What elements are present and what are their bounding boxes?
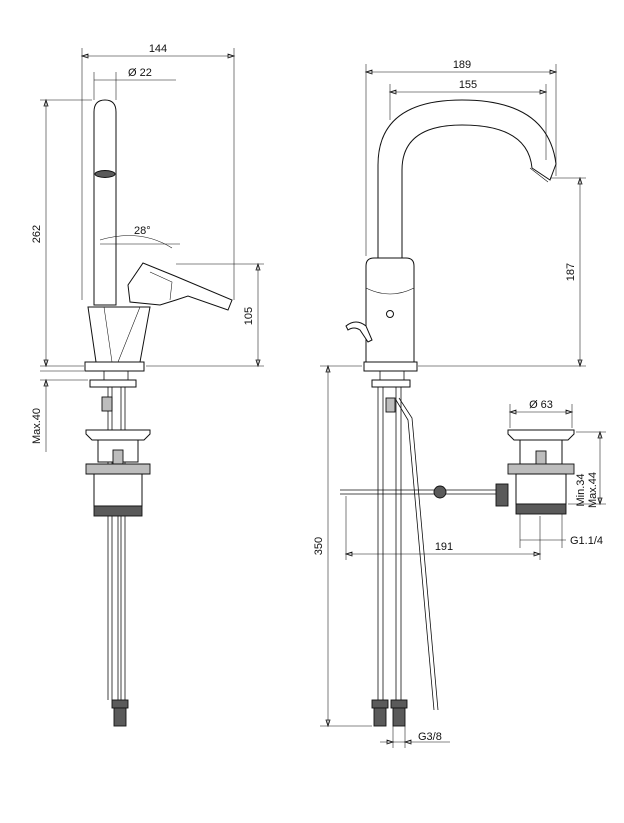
side-waste-min-label: Min.34 — [575, 473, 587, 506]
front-view: 144 Ø 22 262 28° 105 Max.40 — [31, 43, 264, 727]
front-waste-thread — [93, 505, 143, 517]
side-rod-clamp — [433, 485, 447, 499]
front-waste-nut — [85, 463, 151, 475]
side-waste-nut — [507, 463, 575, 475]
front-fixing-nut — [101, 396, 113, 412]
side-hose-nut-right-upper — [390, 699, 408, 709]
side-rod-length-label: 191 — [435, 541, 453, 553]
side-hose-nut-right-lower — [392, 707, 406, 727]
side-waste-diameter-label: Ø 63 — [529, 399, 553, 411]
side-view: 189 155 187 Ø 63 Min.34 Max.44 G1.1/4 — [313, 59, 606, 748]
front-height-label: 262 — [31, 225, 43, 243]
front-hose-nut-lower — [113, 707, 127, 727]
side-spout-height-label: 187 — [565, 263, 577, 281]
side-fixing-plate — [371, 379, 411, 388]
side-hose-nut-left-upper — [371, 699, 389, 709]
front-spout-column — [93, 99, 117, 306]
front-angle-label: 28° — [134, 225, 151, 237]
side-fixing-nut — [385, 397, 396, 413]
front-body — [87, 306, 151, 363]
side-hose-thread-label: G3/8 — [418, 731, 442, 743]
front-base — [84, 361, 145, 372]
front-lever-height-label: 105 — [243, 307, 255, 325]
front-waste-flange — [85, 429, 151, 441]
side-width-label: 189 — [453, 59, 471, 71]
side-waste-body — [515, 473, 567, 505]
front-diameter-label: Ø 22 — [128, 67, 152, 79]
side-waste-thread-label: G1.1/4 — [570, 535, 603, 547]
side-hose-length-label: 350 — [313, 537, 325, 555]
side-waste-thread — [515, 503, 567, 515]
front-waste-body — [93, 473, 143, 507]
front-waste-clip — [112, 449, 124, 465]
front-width-label: 144 — [149, 43, 167, 55]
side-hose-nut-left-lower — [373, 707, 387, 727]
side-waste-clip — [535, 450, 547, 466]
side-waste-max-label: Max.44 — [587, 472, 599, 508]
front-aerator — [94, 170, 116, 178]
front-deck-label: Max.40 — [31, 408, 43, 444]
front-lever — [127, 262, 233, 311]
side-waste-flange — [507, 429, 575, 441]
side-rod-connector — [495, 483, 509, 507]
front-hose-nut-upper — [111, 699, 129, 709]
side-reach-label: 155 — [459, 79, 477, 91]
side-spout — [377, 99, 557, 263]
side-cartridge-cap — [386, 310, 394, 318]
side-base — [363, 361, 418, 372]
front-fixing-plate — [89, 379, 137, 388]
side-popup-lever — [345, 321, 373, 343]
